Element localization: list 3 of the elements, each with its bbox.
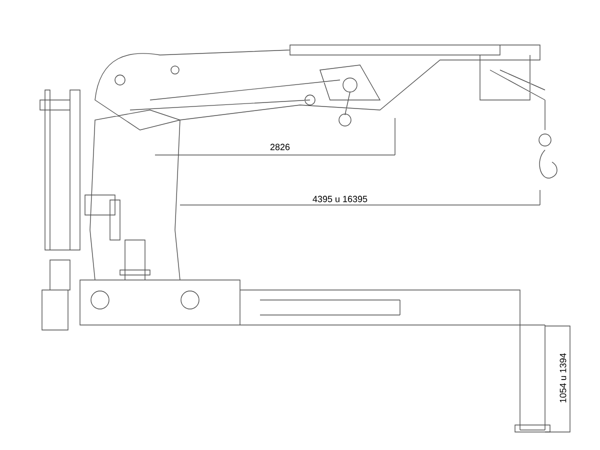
dimension-text: 2826 [270,144,290,150]
dimension-text: 1054 u 1394 [560,353,566,402]
dimension-text: 4395 u 16395 [312,196,368,202]
